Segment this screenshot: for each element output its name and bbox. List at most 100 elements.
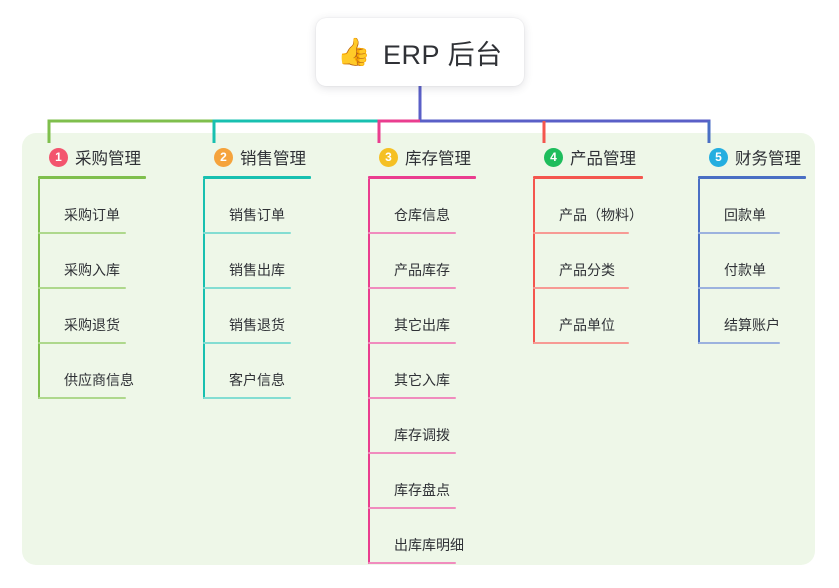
branch-title: 财务管理 xyxy=(735,150,801,168)
leaf-rule xyxy=(203,342,291,344)
branch-column-1: 1 采购管理采购订单采购入库采购退货供应商信息 xyxy=(38,144,146,399)
branch-leaf-list: 销售订单销售出库销售退货客户信息 xyxy=(203,179,311,399)
branch-title: 销售管理 xyxy=(240,150,306,168)
branch-badge-icon: 4 xyxy=(544,147,563,167)
branch-header-2[interactable]: 2 销售管理 xyxy=(203,144,311,170)
leaf-label: 销售出库 xyxy=(229,262,285,278)
branch-spine xyxy=(203,179,205,399)
leaf-label: 回款单 xyxy=(724,207,766,223)
branch-leaf-list: 仓库信息产品库存其它出库其它入库库存调拨库存盘点出库库明细 xyxy=(368,179,476,564)
leaf-label: 产品单位 xyxy=(559,317,615,333)
branch-spine xyxy=(368,179,370,564)
leaf-node[interactable]: 出库库明细 xyxy=(368,509,476,564)
leaf-label: 产品（物料） xyxy=(559,207,643,223)
root-node[interactable]: 👍 ERP 后台 xyxy=(316,18,524,86)
leaf-node[interactable]: 产品库存 xyxy=(368,234,476,289)
leaf-rule xyxy=(38,232,126,234)
diagram-panel xyxy=(22,133,815,565)
leaf-node[interactable]: 采购订单 xyxy=(38,179,146,234)
branch-leaf-list: 采购订单采购入库采购退货供应商信息 xyxy=(38,179,146,399)
leaf-node[interactable]: 库存调拨 xyxy=(368,399,476,454)
leaf-label: 其它入库 xyxy=(394,372,450,388)
leaf-node[interactable]: 其它出库 xyxy=(368,289,476,344)
leaf-label: 采购订单 xyxy=(64,207,120,223)
branch-badge-icon: 5 xyxy=(709,147,728,167)
leaf-node[interactable]: 仓库信息 xyxy=(368,179,476,234)
leaf-label: 出库库明细 xyxy=(394,537,464,553)
leaf-node[interactable]: 库存盘点 xyxy=(368,454,476,509)
leaf-node[interactable]: 销售订单 xyxy=(203,179,311,234)
leaf-rule xyxy=(533,342,629,344)
leaf-node[interactable]: 供应商信息 xyxy=(38,344,146,399)
leaf-rule xyxy=(698,287,780,289)
leaf-label: 库存盘点 xyxy=(394,482,450,498)
leaf-label: 结算账户 xyxy=(724,317,780,333)
leaf-node[interactable]: 产品分类 xyxy=(533,234,643,289)
leaf-rule xyxy=(38,287,126,289)
branch-title: 采购管理 xyxy=(75,150,141,168)
branch-spine xyxy=(533,179,535,344)
branch-header-rule xyxy=(38,176,146,179)
leaf-rule xyxy=(533,287,629,289)
leaf-label: 产品库存 xyxy=(394,262,450,278)
branch-spine xyxy=(38,179,40,399)
branch-header-rule xyxy=(203,176,311,179)
leaf-label: 供应商信息 xyxy=(64,372,134,388)
branch-column-4: 4 产品管理产品（物料） 产品分类产品单位 xyxy=(533,144,643,344)
leaf-rule xyxy=(368,397,456,399)
leaf-label: 采购退货 xyxy=(64,317,120,333)
branch-spine xyxy=(698,179,700,344)
leaf-label: 仓库信息 xyxy=(394,207,450,223)
branch-column-5: 5 财务管理回款单付款单结算账户 xyxy=(698,144,806,344)
branch-badge-icon: 2 xyxy=(214,147,233,167)
branch-column-2: 2 销售管理销售订单销售出库销售退货客户信息 xyxy=(203,144,311,399)
leaf-rule xyxy=(368,287,456,289)
branch-title: 产品管理 xyxy=(570,150,636,168)
leaf-node[interactable]: 其它入库 xyxy=(368,344,476,399)
leaf-rule xyxy=(533,232,629,234)
branch-badge-icon: 1 xyxy=(49,147,68,167)
branch-header-1[interactable]: 1 采购管理 xyxy=(38,144,146,170)
branch-header-rule xyxy=(533,176,643,179)
branch-header-5[interactable]: 5 财务管理 xyxy=(698,144,806,170)
leaf-label: 采购入库 xyxy=(64,262,120,278)
leaf-node[interactable]: 结算账户 xyxy=(698,289,806,344)
leaf-label: 其它出库 xyxy=(394,317,450,333)
leaf-rule xyxy=(38,397,126,399)
leaf-rule xyxy=(368,507,456,509)
branch-badge-icon: 3 xyxy=(379,147,398,167)
leaf-rule xyxy=(368,562,456,564)
leaf-node[interactable]: 付款单 xyxy=(698,234,806,289)
leaf-rule xyxy=(368,232,456,234)
leaf-rule xyxy=(203,287,291,289)
leaf-node[interactable]: 产品单位 xyxy=(533,289,643,344)
leaf-node[interactable]: 采购退货 xyxy=(38,289,146,344)
root-title: ERP 后台 xyxy=(383,39,503,70)
branch-header-rule xyxy=(698,176,806,179)
leaf-rule xyxy=(38,342,126,344)
leaf-node[interactable]: 客户信息 xyxy=(203,344,311,399)
leaf-rule xyxy=(698,232,780,234)
branch-leaf-list: 产品（物料） 产品分类产品单位 xyxy=(533,179,643,344)
leaf-label: 付款单 xyxy=(724,262,766,278)
branch-header-rule xyxy=(368,176,476,179)
thumbs-up-icon: 👍 xyxy=(337,36,372,67)
leaf-rule xyxy=(698,342,780,344)
leaf-rule xyxy=(203,397,291,399)
leaf-rule xyxy=(368,452,456,454)
leaf-node[interactable]: 产品（物料） xyxy=(533,179,643,234)
branch-leaf-list: 回款单付款单结算账户 xyxy=(698,179,806,344)
leaf-node[interactable]: 销售退货 xyxy=(203,289,311,344)
leaf-node[interactable]: 销售出库 xyxy=(203,234,311,289)
leaf-rule xyxy=(203,232,291,234)
branch-header-4[interactable]: 4 产品管理 xyxy=(533,144,643,170)
leaf-label: 库存调拨 xyxy=(394,427,450,443)
leaf-label: 客户信息 xyxy=(229,372,285,388)
leaf-node[interactable]: 采购入库 xyxy=(38,234,146,289)
leaf-node[interactable]: 回款单 xyxy=(698,179,806,234)
leaf-label: 销售订单 xyxy=(229,207,285,223)
leaf-label: 产品分类 xyxy=(559,262,615,278)
